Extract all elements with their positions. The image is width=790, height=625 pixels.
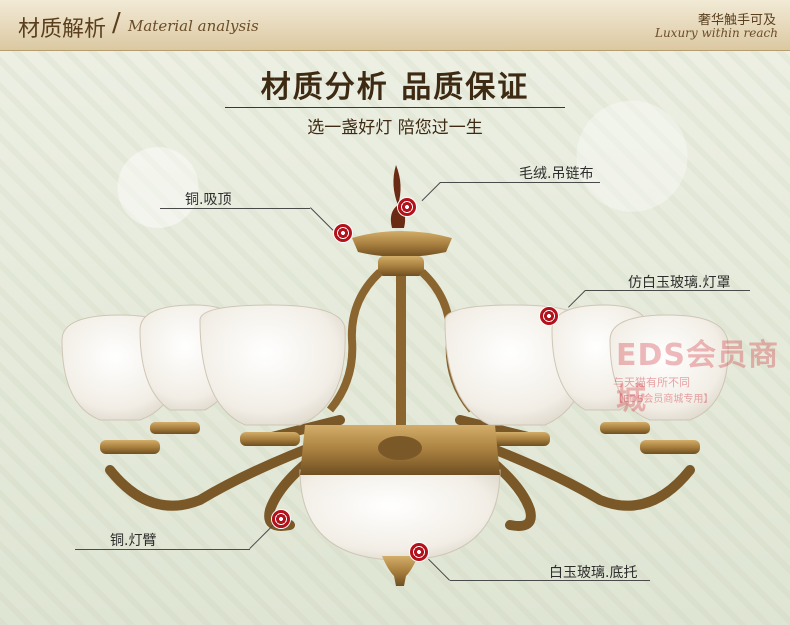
page-subtitle: 选一盏好灯 陪您过一生	[307, 118, 483, 138]
callout-glass-shade-marker	[540, 307, 558, 325]
header-slogan-cn: 奢华触手可及	[697, 13, 776, 28]
callout-glass-base-marker	[410, 543, 428, 561]
chain-cover	[390, 165, 406, 228]
watermark-logo: EDS会员商城	[616, 338, 780, 417]
section-header: 材质解析 / Material analysis 奢华触手可及 Luxury w…	[0, 0, 790, 51]
callout-chain-cover-marker	[398, 198, 416, 216]
header-title-en: Material analysis	[128, 17, 259, 35]
callout-copper-arm-marker	[272, 510, 290, 528]
callout-glass-base-label: 白玉玻璃.底托	[549, 565, 638, 581]
callout-glass-shade-line	[585, 290, 750, 291]
frame-left	[326, 269, 383, 413]
callout-copper-arm-line	[75, 549, 250, 550]
callout-copper-canopy-line	[160, 208, 310, 209]
header-separator: /	[112, 8, 121, 38]
page-title: 材质分析 品质保证	[260, 70, 530, 105]
lamp-cups	[100, 422, 700, 454]
callout-glass-base-line	[450, 580, 650, 581]
callout-chain-cover-line	[440, 182, 600, 183]
watermark-line2: 【EDS会员商城专用】	[613, 394, 714, 405]
band-ornament	[378, 436, 422, 460]
watermark-line1: 与天猫有所不同	[613, 376, 690, 389]
callout-chain-cover-label: 毛绒.吊链布	[519, 166, 594, 182]
header-title-cn: 材质解析	[18, 17, 107, 42]
title-divider	[225, 107, 565, 108]
ceiling-canopy	[352, 231, 452, 257]
callout-copper-canopy-label: 铜.吸顶	[185, 192, 232, 208]
header-slogan-en: Luxury within reach	[654, 26, 778, 40]
callout-glass-shade-label: 仿白玉玻璃.灯罩	[628, 275, 731, 291]
center-bowl	[299, 469, 501, 561]
callout-copper-canopy-marker	[334, 224, 352, 242]
canopy-neck	[378, 256, 424, 276]
callout-copper-arm-label: 铜.灯臂	[110, 533, 157, 549]
bottom-finial	[382, 556, 418, 586]
center-rod	[396, 276, 406, 426]
glass-shades	[61, 304, 729, 426]
